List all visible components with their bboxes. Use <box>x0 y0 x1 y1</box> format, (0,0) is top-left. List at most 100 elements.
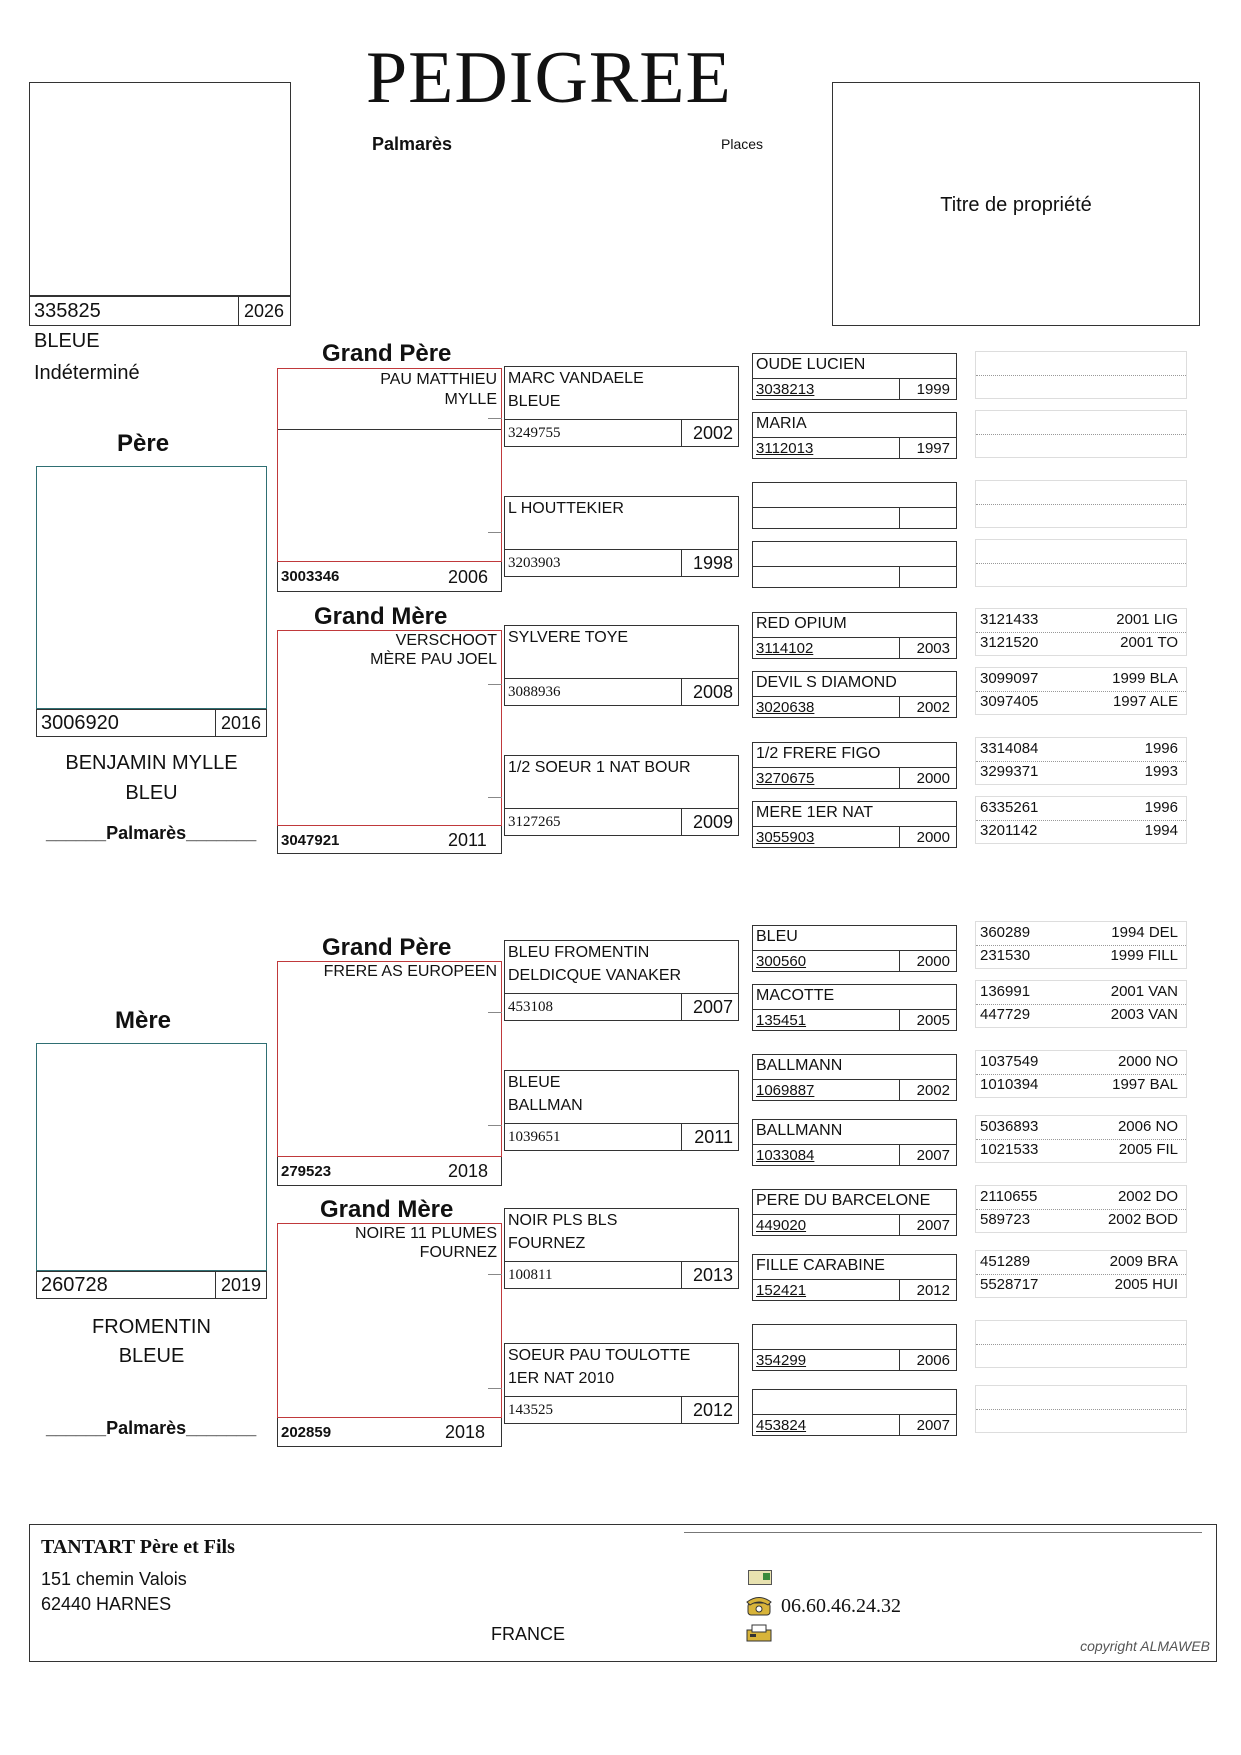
subject-ring-box: 335825 2026 <box>29 296 291 326</box>
gen4-ring: 1069887 <box>756 1082 815 1099</box>
footer-phone: 06.60.46.24.32 <box>781 1595 901 1617</box>
subject-sex: Indéterminé <box>34 362 140 384</box>
gen4-ring: 300560 <box>756 953 807 970</box>
gen3-year: 2007 <box>692 997 733 1017</box>
father-name: BENJAMIN MYLLE <box>65 752 238 774</box>
father-palmares: ______Palmarès_______ <box>46 823 257 843</box>
gen4-year: 2005 <box>916 1012 950 1029</box>
gen5-b-info: 1994 <box>1144 822 1178 839</box>
gen3-ring: 100811 <box>508 1267 553 1283</box>
gen5-a-ring: 3099097 <box>980 670 1039 687</box>
gp-father-side-ring-box: 3003346 2006 <box>277 562 502 592</box>
father-color: BLEU <box>125 782 178 804</box>
gen5-b-ring: 5528717 <box>980 1276 1039 1293</box>
gp-mother-side-year: 2018 <box>448 1161 489 1181</box>
gm-father-side-ring-box: 3047921 2011 <box>277 826 502 854</box>
gen5-box <box>975 480 1187 528</box>
gen5-a-ring: 6335261 <box>980 799 1039 816</box>
gen4-name: BALLMANN <box>756 1057 843 1074</box>
gen5-box <box>975 1385 1187 1433</box>
gp-father-side-year: 2006 <box>448 567 489 587</box>
gm-father-side-label: Grand Mère <box>314 603 448 630</box>
gen3-year: 2011 <box>694 1127 733 1147</box>
mother-photo <box>36 1043 267 1271</box>
gp-mother-side-line1: FRERE AS EUROPEEN <box>323 963 497 980</box>
gen4-name: PERE DU BARCELONE <box>756 1192 931 1209</box>
father-photo <box>36 466 267 709</box>
gen3-ring: 3203903 <box>508 555 561 571</box>
gen4-year: 2012 <box>916 1282 950 1299</box>
gen4-ring: 3055903 <box>756 829 815 846</box>
gen3-line1: SYLVERE TOYE <box>508 629 629 646</box>
father-label: Père <box>117 430 170 457</box>
gen4-ring: 3114102 <box>756 640 814 657</box>
gen4-ring: 3112013 <box>756 440 814 457</box>
gen4-name: MARIA <box>756 415 807 432</box>
gen4-box <box>752 541 957 588</box>
gen4-year: 2000 <box>916 770 950 787</box>
gen4-year: 2002 <box>916 1082 950 1099</box>
gen5-a-ring: 136991 <box>980 983 1031 1000</box>
gen5-a-info: 2009 BRA <box>1109 1253 1178 1270</box>
gen5-b-ring: 589723 <box>980 1211 1031 1228</box>
gen4-box <box>752 482 957 529</box>
gen5-box <box>975 410 1187 458</box>
subject-year: 2026 <box>244 301 285 321</box>
page-title: PEDIGREE <box>366 37 732 119</box>
gm-father-side-line2: MÈRE PAU JOEL <box>370 651 497 668</box>
footer-address2: 62440 HARNES <box>41 1594 172 1614</box>
gen5-b-info: 2001 TO <box>1120 634 1178 651</box>
gen5-b-ring: 1021533 <box>980 1141 1039 1158</box>
gen5-a-ring: 2110655 <box>980 1188 1038 1205</box>
gen4-ring: 135451 <box>756 1012 807 1029</box>
gen5-a-info: 1994 DEL <box>1111 924 1178 941</box>
gen4-ring: 3270675 <box>756 770 815 787</box>
gm-father-side-line1: VERSCHOOT <box>395 632 497 649</box>
gen4-year: 2000 <box>916 829 950 846</box>
gen5-a-info: 1996 <box>1144 799 1178 816</box>
gen4-name: RED OPIUM <box>756 615 847 632</box>
gen5-a-ring: 1037549 <box>980 1053 1039 1070</box>
gen3-line1: BLEU FROMENTIN <box>508 944 650 961</box>
gen4-box: BALLMANN 1069887 2002 <box>752 1054 957 1101</box>
gen5-a-info: 2002 DO <box>1117 1188 1178 1205</box>
gen4-ring: 1033084 <box>756 1147 815 1164</box>
gen4-name: DEVIL S DIAMOND <box>756 674 897 691</box>
gm-mother-side-label: Grand Mère <box>320 1196 454 1223</box>
gen5-a-info: 1999 BLA <box>1112 670 1178 687</box>
gp-mother-side-label: Grand Père <box>322 934 452 961</box>
gp-father-side-box: PAU MATTHIEU MYLLE <box>277 368 502 562</box>
gen4-name: MACOTTE <box>756 987 835 1004</box>
gen3-ring: 3088936 <box>508 684 561 700</box>
places-label: Places <box>721 136 764 152</box>
gen3-year: 2013 <box>692 1265 733 1285</box>
gen5-a-ring: 3314084 <box>980 740 1039 757</box>
gen5-a-info: 2006 NO <box>1117 1118 1178 1135</box>
gen4-year: 1997 <box>916 440 950 457</box>
gen3-line2: FOURNEZ <box>508 1235 586 1252</box>
gen5-a-ring: 360289 <box>980 924 1031 941</box>
gen4-year: 2007 <box>916 1147 950 1164</box>
gm-mother-side-line2: FOURNEZ <box>419 1244 497 1261</box>
mother-ring-box: 260728 2019 <box>36 1271 267 1299</box>
gp-mother-side-box: FRERE AS EUROPEEN <box>277 961 502 1157</box>
gen3-line1: 1/2 SOEUR 1 NAT BOUR <box>508 759 691 776</box>
gen4-ring: 152421 <box>756 1282 807 1299</box>
gen3-line1: MARC VANDAELE <box>508 370 644 387</box>
gen5-b-info: 2002 BOD <box>1107 1211 1178 1228</box>
gen3-year: 2012 <box>692 1400 733 1420</box>
gen4-name: FILLE CARABINE <box>756 1257 885 1274</box>
subject-ring: 335825 <box>34 300 101 322</box>
gen4-box: MACOTTE 135451 2005 <box>752 984 957 1031</box>
gen5-b-info: 1999 FILL <box>1110 947 1178 964</box>
